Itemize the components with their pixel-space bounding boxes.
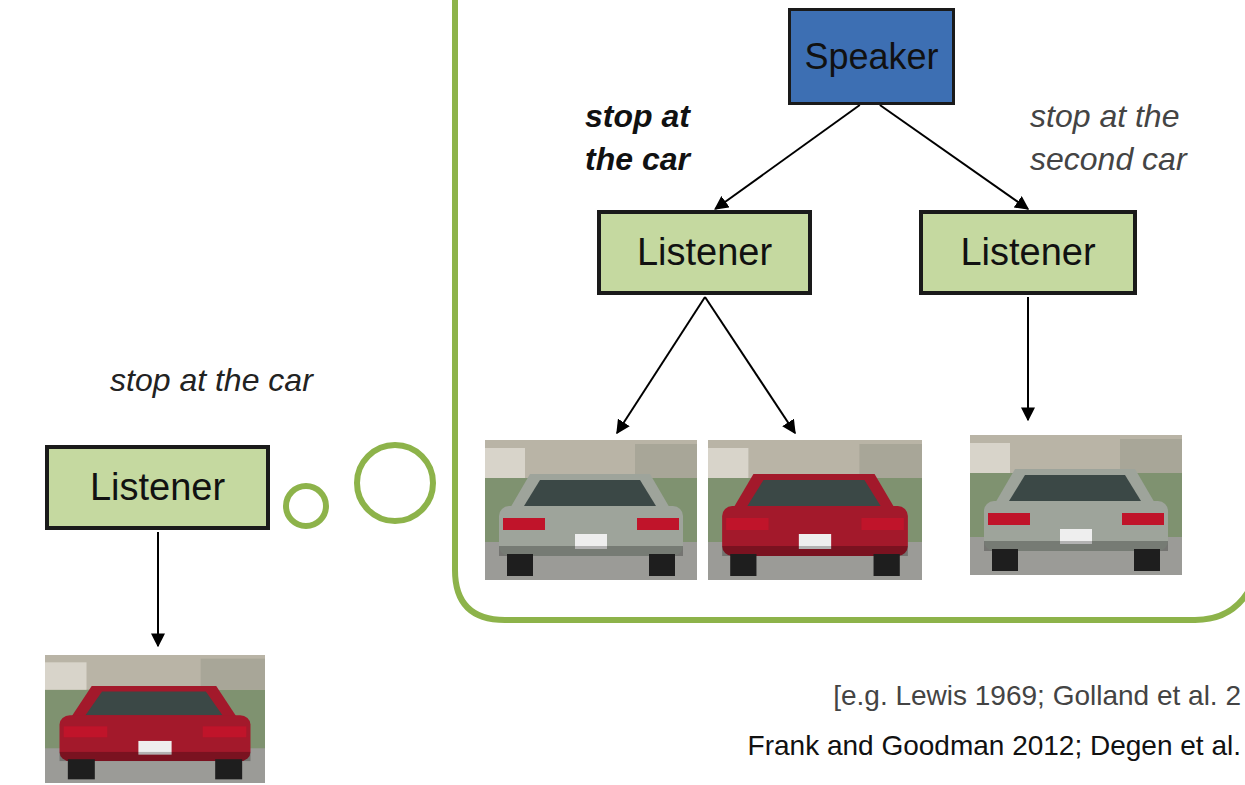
red-car-photo xyxy=(708,440,922,580)
node-label: Listener xyxy=(637,231,772,274)
listener-box: Listener xyxy=(597,210,812,295)
silver-car-photo xyxy=(970,435,1182,575)
choice-arrow xyxy=(617,297,705,433)
speaker-arrow xyxy=(715,105,860,209)
utterance-label: stop at the car xyxy=(110,362,313,399)
node-label: Speaker xyxy=(804,36,938,78)
red-car-photo xyxy=(45,655,265,783)
citation-text: [e.g. Lewis 1969; Golland et al. 2 xyxy=(833,680,1241,712)
choice-arrow xyxy=(705,297,795,433)
listener-box: Listener xyxy=(45,445,270,530)
choice-arrow xyxy=(157,532,159,646)
edge-label: stop at the second car xyxy=(1030,95,1230,181)
citation-text: Frank and Goodman 2012; Degen et al. xyxy=(748,730,1241,762)
thought-bubble xyxy=(455,0,1245,620)
node-label: Listener xyxy=(90,466,225,509)
edge-label: stop at the car xyxy=(585,95,715,181)
choice-arrow xyxy=(1027,297,1029,420)
listener-box: Listener xyxy=(919,210,1137,295)
silver-car-photo xyxy=(485,440,697,580)
thought-circle-small xyxy=(286,486,326,526)
node-label: Listener xyxy=(960,231,1095,274)
speaker-box: Speaker xyxy=(788,8,955,105)
thought-circle-large xyxy=(357,445,433,521)
speaker-arrow xyxy=(880,105,1028,209)
